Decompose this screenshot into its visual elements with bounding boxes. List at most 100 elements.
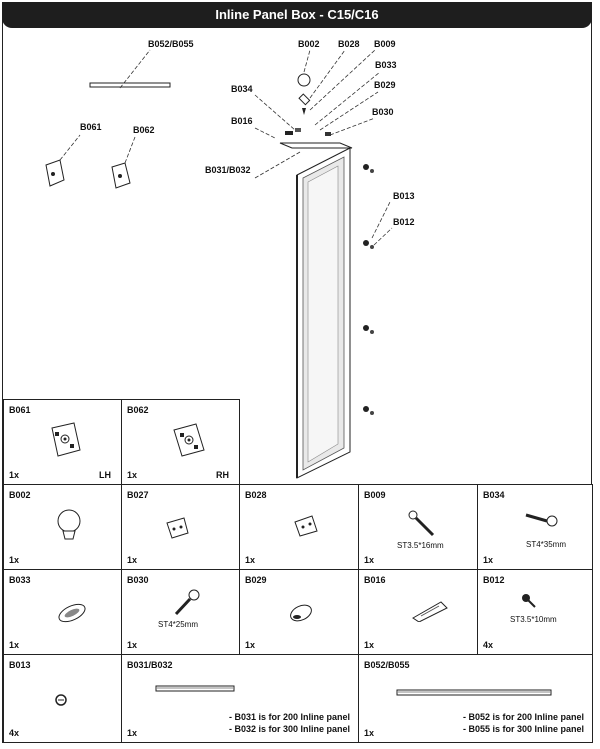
knob-icon	[57, 509, 81, 540]
part-code: B002	[9, 490, 31, 500]
part-code: B034	[483, 490, 505, 500]
door-panel-part	[296, 147, 351, 479]
screw-icon	[174, 589, 200, 616]
label-b030: B030	[372, 107, 394, 117]
label-b009: B009	[374, 39, 396, 49]
part-side: LH	[99, 470, 111, 480]
part-side: RH	[216, 470, 229, 480]
part-qty: 4x	[9, 728, 20, 738]
rail-icon	[396, 689, 552, 696]
label-b012: B012	[393, 217, 415, 227]
part-note: - B031 is for 200 Inline panel	[228, 712, 350, 722]
part-cell-b033: B033 1x	[3, 569, 122, 655]
part-cell-b012: B012 ST3.5*10mm 4x	[477, 569, 593, 655]
anchor-icon	[412, 601, 448, 622]
part-code: B052/B055	[364, 660, 410, 670]
part-note: - B052 is for 200 Inline panel	[462, 712, 584, 722]
side-screws	[363, 164, 374, 415]
bottom-rail-part	[279, 142, 353, 149]
part-cell-b034: B034 ST4*35mm 1x	[477, 484, 593, 570]
part-cell-b030: B030 ST4*25mm 1x	[121, 569, 240, 655]
part-qty: 1x	[364, 640, 375, 650]
leader-b029	[319, 91, 379, 131]
part-code: B013	[9, 660, 31, 670]
part-code: B033	[9, 575, 31, 585]
part-qty: 1x	[127, 470, 138, 480]
part-cell-b027: B027 1x	[121, 484, 240, 570]
screw-icon	[525, 513, 558, 527]
bracket-icon	[166, 517, 189, 539]
part-spec: ST4*35mm	[526, 540, 567, 549]
cap-icon	[290, 604, 312, 622]
leader-b052	[119, 49, 151, 89]
rail-icon	[155, 685, 235, 692]
part-code: B027	[127, 490, 149, 500]
cap-icon	[55, 694, 67, 706]
leader-b009	[309, 49, 376, 111]
part-qty: 1x	[127, 555, 138, 565]
part-qty: 1x	[245, 555, 256, 565]
part-qty: 1x	[245, 640, 256, 650]
part-cell-b013: B013 4x	[3, 654, 122, 743]
part-cell-b002: B002 1x	[3, 484, 122, 570]
part-qty: 1x	[364, 728, 375, 738]
label-b002: B002	[298, 39, 320, 49]
part-note: - B032 is for 300 Inline panel	[228, 724, 350, 734]
part-qty: 1x	[9, 555, 20, 565]
leader-b013	[371, 201, 391, 239]
label-b061: B061	[80, 122, 102, 132]
part-note: - B055 is for 300 Inline panel	[462, 724, 584, 734]
label-b062: B062	[133, 125, 155, 135]
leader-b028	[309, 49, 346, 99]
part-qty: 4x	[483, 640, 494, 650]
part-code: B009	[364, 490, 386, 500]
hinge-icon	[51, 422, 81, 457]
part-spec: ST4*25mm	[158, 620, 199, 629]
part-code: B062	[127, 405, 149, 415]
hinge-icon	[173, 423, 205, 457]
top-rail-part	[89, 82, 171, 88]
label-b031-b032: B031/B032	[205, 165, 251, 175]
knob-part	[297, 73, 311, 87]
part-cell-b062: B062 1x RH	[121, 399, 240, 485]
label-b013: B013	[393, 191, 415, 201]
leader-b030	[329, 117, 376, 136]
part-cell-b061: B061 1x LH	[3, 399, 122, 485]
leader-b033	[314, 71, 381, 126]
hinge-b062-part	[111, 162, 131, 189]
part-qty: 1x	[9, 470, 20, 480]
leader-b012	[373, 227, 393, 246]
screw-icon	[408, 510, 435, 537]
label-b033: B033	[375, 60, 397, 70]
part-spec: ST3.5*16mm	[397, 541, 444, 550]
part-qty: 1x	[127, 728, 138, 738]
part-code: B012	[483, 575, 505, 585]
label-b016: B016	[231, 116, 253, 126]
part-code: B016	[364, 575, 386, 585]
leader-b016	[254, 127, 276, 139]
leader-b002	[303, 49, 311, 73]
label-b029: B029	[374, 80, 396, 90]
leader-b031	[254, 151, 301, 179]
part-code: B061	[9, 405, 31, 415]
hinge-b061-part	[45, 159, 65, 187]
part-code: B030	[127, 575, 149, 585]
label-b028: B028	[338, 39, 360, 49]
page-title: Inline Panel Box - C15/C16	[2, 2, 592, 28]
part-cell-b028: B028 1x	[239, 484, 359, 570]
screw-icon	[522, 594, 536, 608]
leader-b061	[59, 134, 81, 161]
part-cell-b009: B009 ST3.5*16mm 1x	[358, 484, 478, 570]
part-qty: 1x	[127, 640, 138, 650]
leader-b062	[124, 136, 136, 164]
part-cell-b029: B029 1x	[239, 569, 359, 655]
part-cell-b031-b032: B031/B032 - B031 is for 200 Inline panel…	[121, 654, 359, 743]
part-spec: ST3.5*10mm	[510, 615, 557, 624]
label-b052-b055: B052/B055	[148, 39, 194, 49]
leader-b034	[254, 94, 296, 131]
part-qty: 1x	[483, 555, 494, 565]
cap-icon	[58, 603, 86, 623]
part-code: B029	[245, 575, 267, 585]
part-qty: 1x	[364, 555, 375, 565]
